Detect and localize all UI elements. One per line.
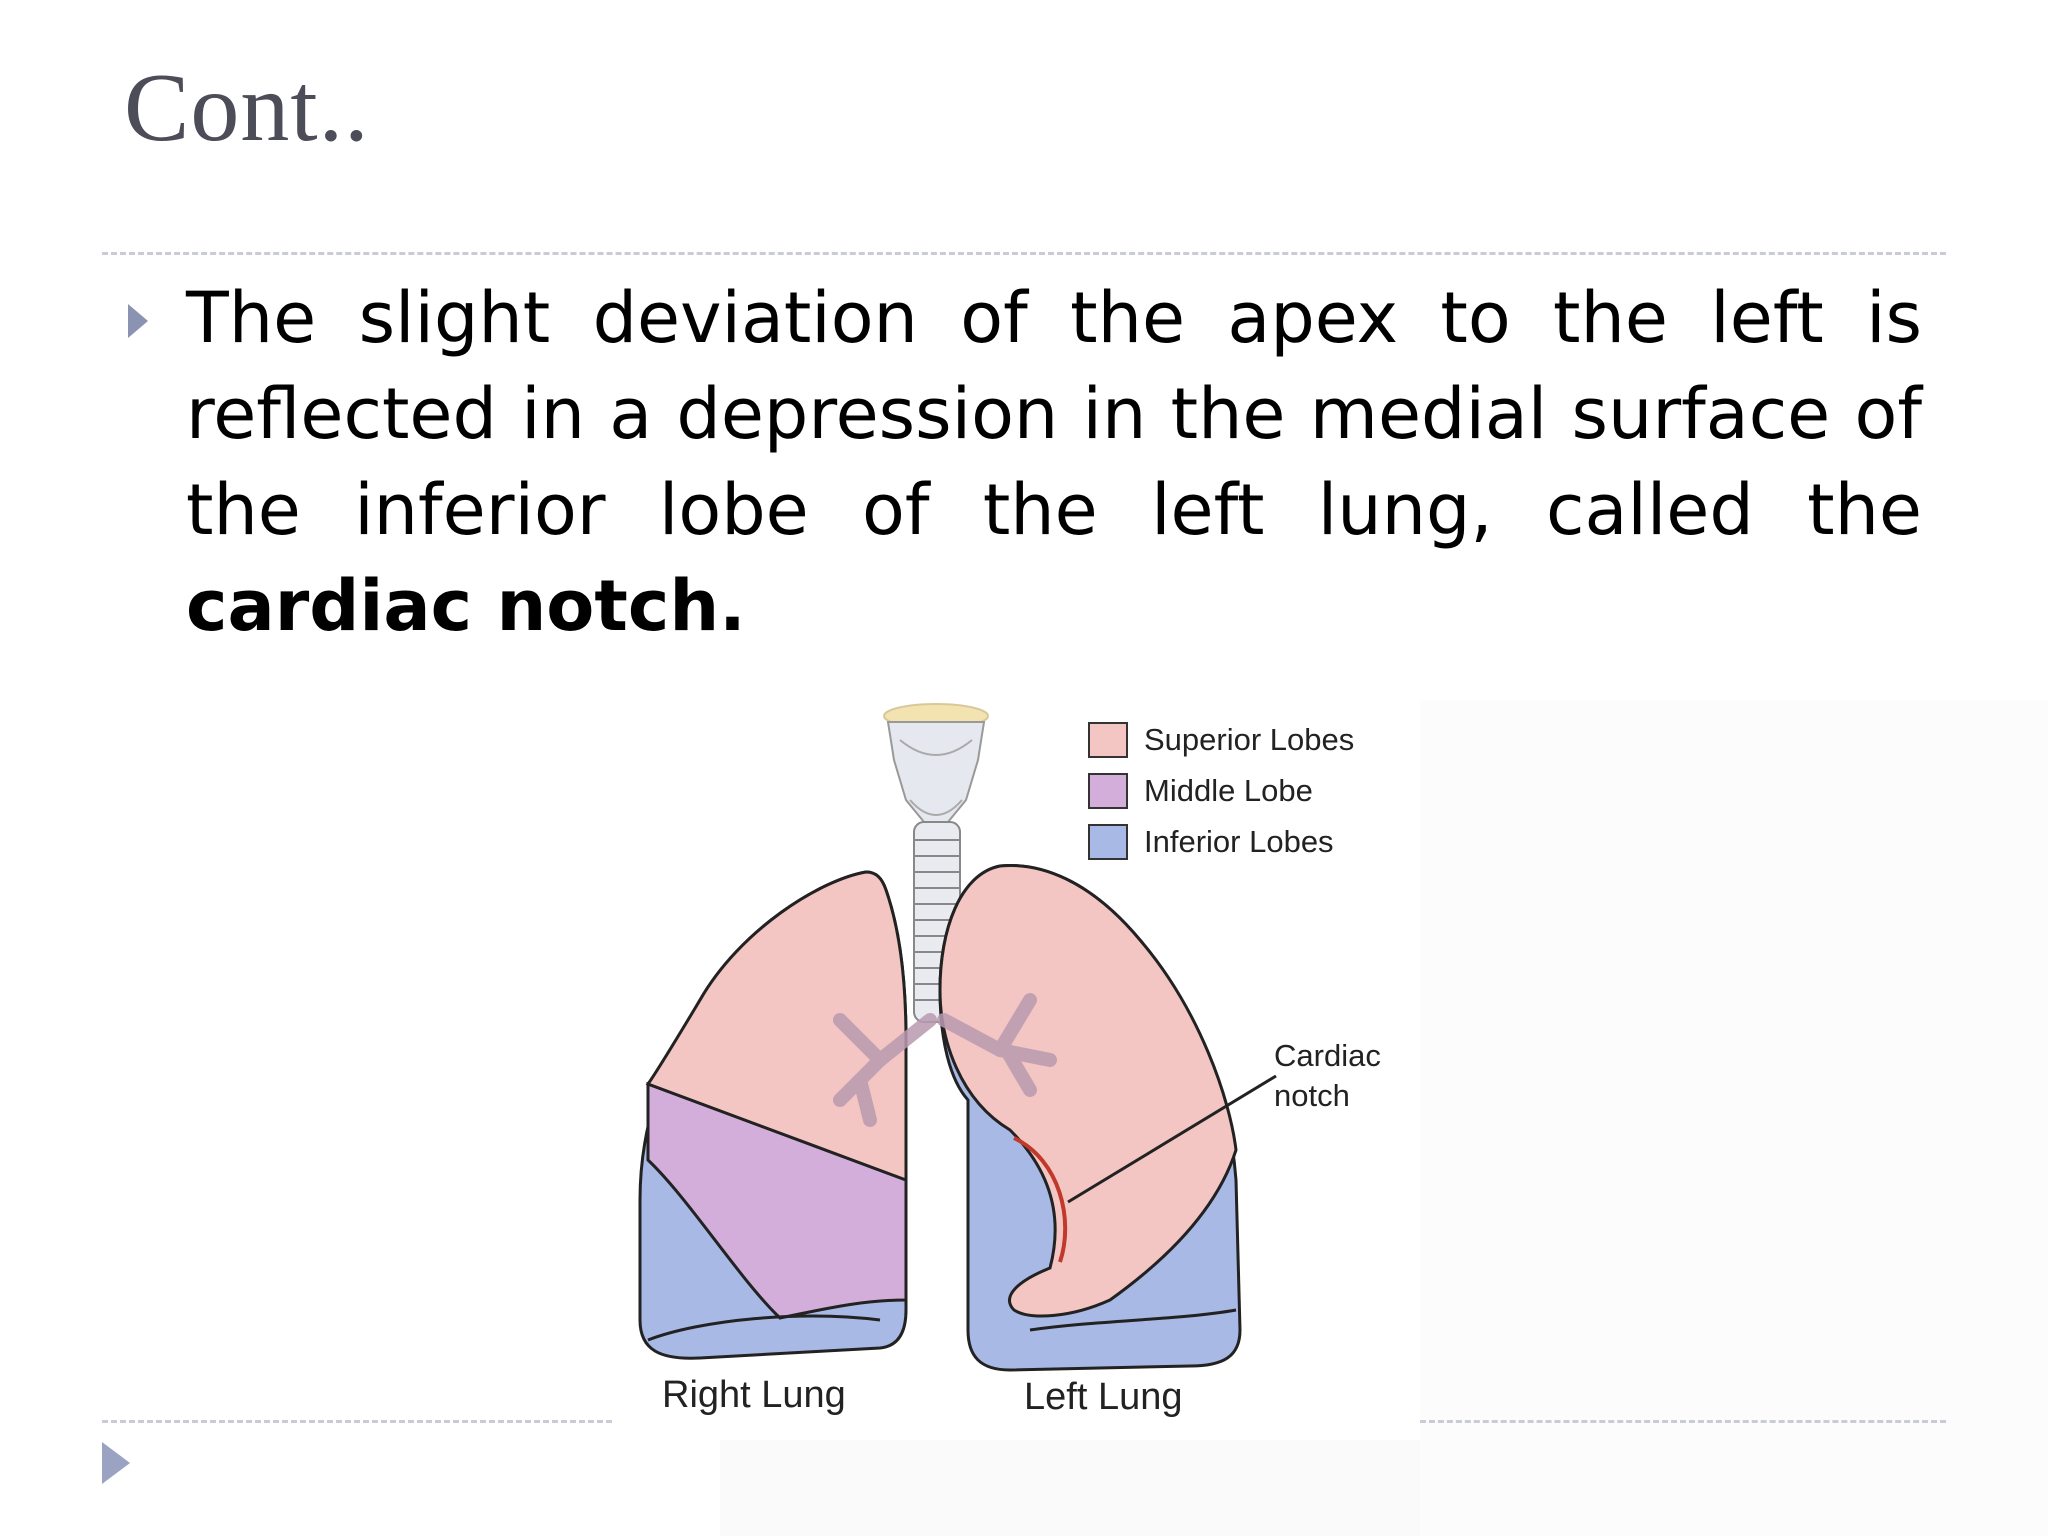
bronchi (833, 993, 1057, 1127)
cardiac-notch-label-line2: notch (1274, 1078, 1350, 1113)
right-lung-label: Right Lung (662, 1374, 846, 1416)
figure-background-panel (1420, 700, 2048, 1536)
legend-swatch-inferior (1088, 824, 1128, 860)
legend-label-superior: Superior Lobes (1144, 722, 1355, 757)
legend-item-superior: Superior Lobes (1088, 720, 1354, 760)
bullet-text-regular: The slight deviation of the apex to the … (186, 277, 1922, 551)
footer-divider-right (1420, 1420, 1946, 1423)
cardiac-notch-label-line1: Cardiac (1274, 1038, 1381, 1073)
left-lung (938, 863, 1242, 1372)
legend-swatch-middle (1088, 773, 1128, 809)
left-lung-label: Left Lung (1024, 1376, 1183, 1418)
slide-title: Cont.. (124, 54, 370, 162)
bullet-text: The slight deviation of the apex to the … (186, 270, 1922, 654)
legend-label-middle: Middle Lobe (1144, 773, 1313, 808)
larynx (883, 703, 989, 823)
legend-swatch-superior (1088, 722, 1128, 758)
footer-divider-left (102, 1420, 612, 1423)
legend-label-inferior: Inferior Lobes (1144, 824, 1334, 859)
legend-item-inferior: Inferior Lobes (1088, 822, 1334, 862)
lung-diagram (638, 703, 1277, 1372)
bullet-text-bold: cardiac notch. (186, 565, 746, 647)
title-divider (102, 252, 1946, 255)
figure-background-strip (720, 1440, 1420, 1536)
cardiac-notch-pointer (1067, 1074, 1277, 1204)
next-slide-arrow-icon[interactable] (102, 1442, 130, 1484)
triangle-bullet-icon (128, 304, 148, 338)
cardiac-notch-label: Cardiac notch (1274, 1036, 1381, 1116)
legend-item-middle: Middle Lobe (1088, 771, 1313, 811)
